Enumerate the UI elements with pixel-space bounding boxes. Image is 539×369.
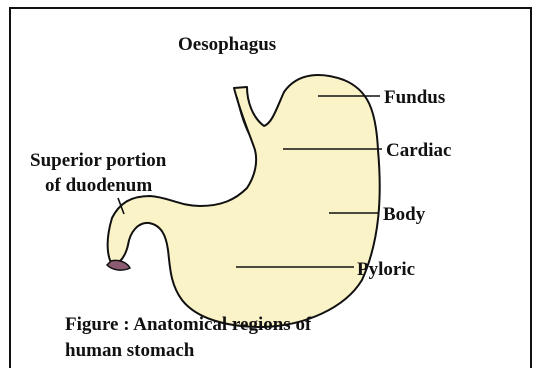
duodenum-label-line1: Superior portion (30, 150, 167, 171)
body-label: Body (383, 204, 426, 225)
cardiac-label: Cardiac (386, 140, 451, 161)
stomach-outline (108, 75, 380, 327)
duodenum-opening (107, 260, 130, 270)
duodenum-label-line2: of duodenum (45, 175, 152, 196)
figure-caption-line2: human stomach (65, 340, 195, 361)
fundus-label: Fundus (384, 87, 445, 108)
oesophagus-label: Oesophagus (178, 34, 276, 55)
figure-caption-line1: Figure : Anatomical regions of (65, 314, 312, 335)
pyloric-label: Pyloric (357, 259, 415, 280)
